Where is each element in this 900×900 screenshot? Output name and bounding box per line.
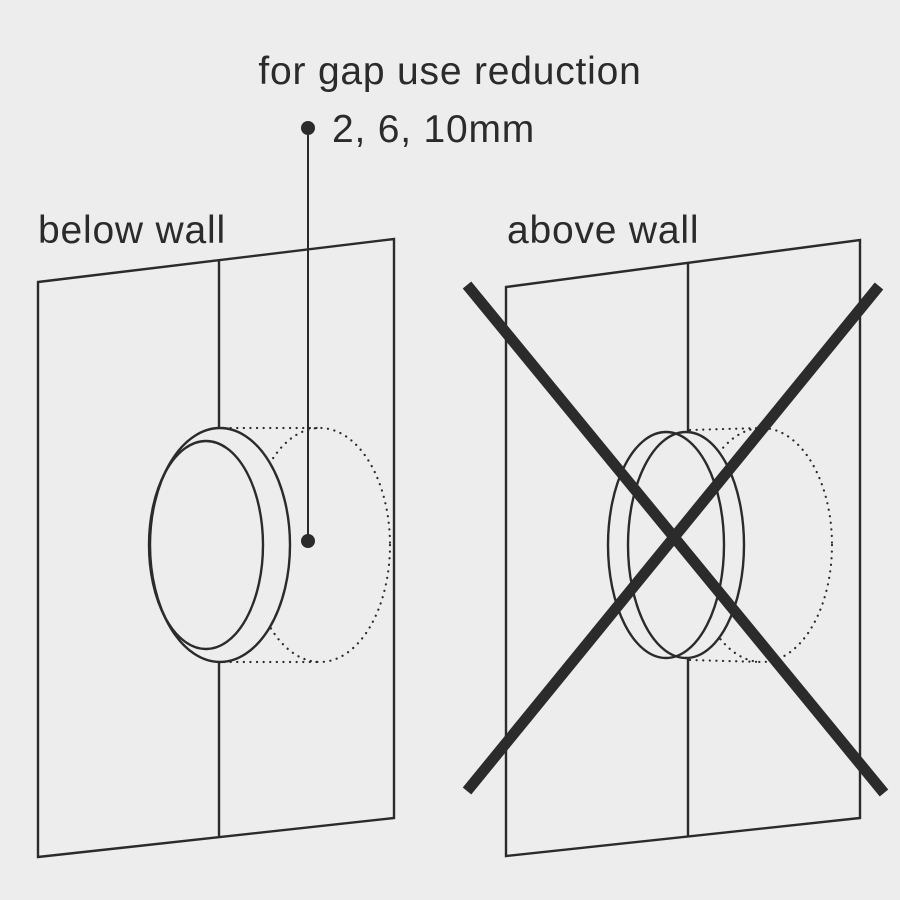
left-diagram: below wall	[36, 209, 396, 859]
leader-end-dot	[301, 534, 315, 548]
socket-front-rim-right	[606, 430, 726, 660]
annotation-sizes: 2, 6, 10mm	[332, 108, 535, 151]
annotation-bullet-dot	[301, 121, 315, 135]
dotted-tangent-top-right	[688, 426, 764, 432]
gap-annotation: for gap use reduction 2, 6, 10mm	[258, 50, 641, 548]
wall-panel-left	[36, 237, 396, 859]
wall-panel-right	[504, 238, 862, 858]
prohibition-x-icon	[462, 281, 889, 797]
above-wall-label: above wall	[507, 209, 699, 252]
prohibition-x-stroke-2	[462, 282, 884, 795]
dotted-tangent-bottom-right	[688, 658, 764, 664]
right-diagram: above wall	[462, 209, 889, 858]
below-wall-label: below wall	[38, 209, 226, 252]
socket-back-rim-right	[626, 430, 746, 660]
socket-inner-face-left	[147, 439, 265, 651]
annotation-title: for gap use reduction	[258, 50, 641, 93]
